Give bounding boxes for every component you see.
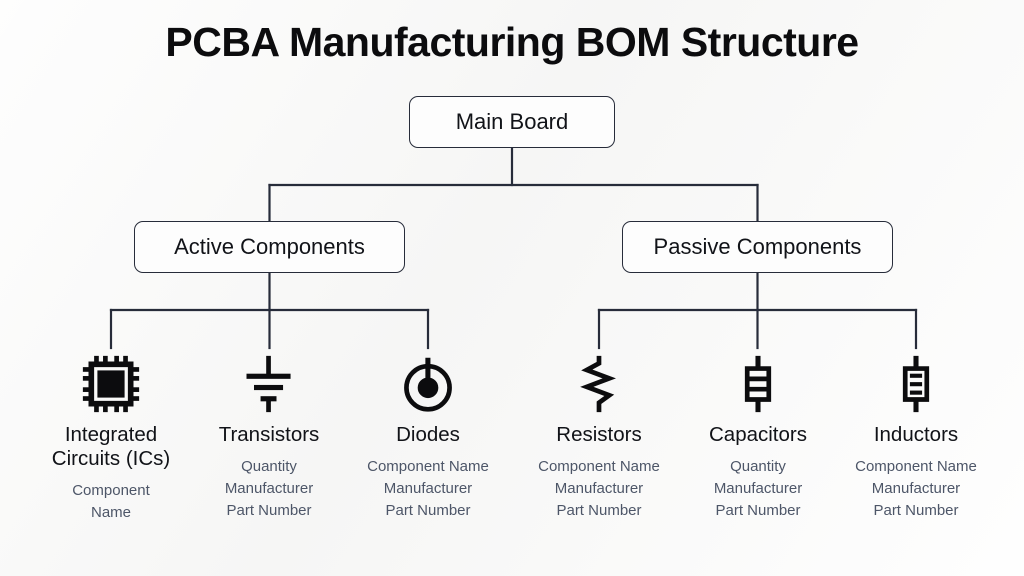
node-active-components[interactable]: Active Components <box>134 221 405 273</box>
attribute-line: Manufacturer <box>713 479 803 497</box>
attribute-line: Part Number <box>385 502 471 520</box>
leaf-transistors[interactable]: Transistors Quantity Manufacturer Part N… <box>181 352 357 522</box>
node-main-board-label: Main Board <box>455 109 569 134</box>
attribute-line: Manufacturer <box>383 479 473 497</box>
leaf-capacitors[interactable]: Capacitors Quantity Manufacturer Part Nu… <box>670 352 846 522</box>
leaf-resistors-label: Resistors <box>556 423 642 446</box>
attribute-line: Part Number <box>873 502 959 520</box>
capacitor-symbol-icon <box>726 352 790 416</box>
attribute-line: Part Number <box>226 502 312 520</box>
transistor-ground-symbol-icon <box>237 352 301 416</box>
attribute-line: Manufacturer <box>554 479 644 497</box>
leaf-inductors[interactable]: Inductors Component Name Manufacturer Pa… <box>828 352 1004 522</box>
leaf-integrated-circuits[interactable]: Integrated Circuits (ICs) Component Name <box>23 352 199 524</box>
integrated-circuit-chip-icon <box>79 352 143 416</box>
node-main-board[interactable]: Main Board <box>409 96 615 148</box>
leaf-integrated-circuits-label: Integrated Circuits (ICs) <box>51 423 171 470</box>
attribute-line: Component Name <box>538 457 660 475</box>
node-active-components-label: Active Components <box>174 234 365 259</box>
attribute-line: Part Number <box>556 502 642 520</box>
attribute-line: Quantity <box>241 457 297 475</box>
node-passive-components-label: Passive Components <box>653 234 862 259</box>
leaf-transistors-label: Transistors <box>218 423 320 446</box>
attribute-line: Quantity <box>730 457 786 475</box>
diode-circle-symbol-icon <box>396 352 460 416</box>
inductor-symbol-icon <box>884 352 948 416</box>
attribute-line: Name <box>90 503 131 521</box>
attribute-line: Component Name <box>367 457 489 475</box>
page-title: PCBA Manufacturing BOM Structure <box>165 19 859 65</box>
attribute-line: Manufacturer <box>224 479 314 497</box>
attribute-line: Component Name <box>855 457 977 475</box>
leaf-inductors-attributes: Component Name Manufacturer Part Number <box>855 456 977 523</box>
leaf-resistors-attributes: Component Name Manufacturer Part Number <box>538 456 660 523</box>
leaf-capacitors-attributes: Quantity Manufacturer Part Number <box>714 456 802 523</box>
resistor-zigzag-symbol-icon <box>567 352 631 416</box>
leaf-transistors-attributes: Quantity Manufacturer Part Number <box>225 456 313 523</box>
attribute-line: Manufacturer <box>871 479 961 497</box>
leaf-resistors[interactable]: Resistors Component Name Manufacturer Pa… <box>511 352 687 522</box>
leaf-diodes[interactable]: Diodes Component Name Manufacturer Part … <box>340 352 516 522</box>
leaf-diodes-label: Diodes <box>396 423 460 446</box>
leaf-inductors-label: Inductors <box>873 423 959 446</box>
attribute-line: Component <box>72 481 150 499</box>
node-passive-components[interactable]: Passive Components <box>622 221 893 273</box>
leaf-diodes-attributes: Component Name Manufacturer Part Number <box>367 456 489 523</box>
leaf-capacitors-label: Capacitors <box>709 423 807 446</box>
attribute-line: Part Number <box>715 502 801 520</box>
leaf-integrated-circuits-attributes: Component Name <box>72 480 150 524</box>
